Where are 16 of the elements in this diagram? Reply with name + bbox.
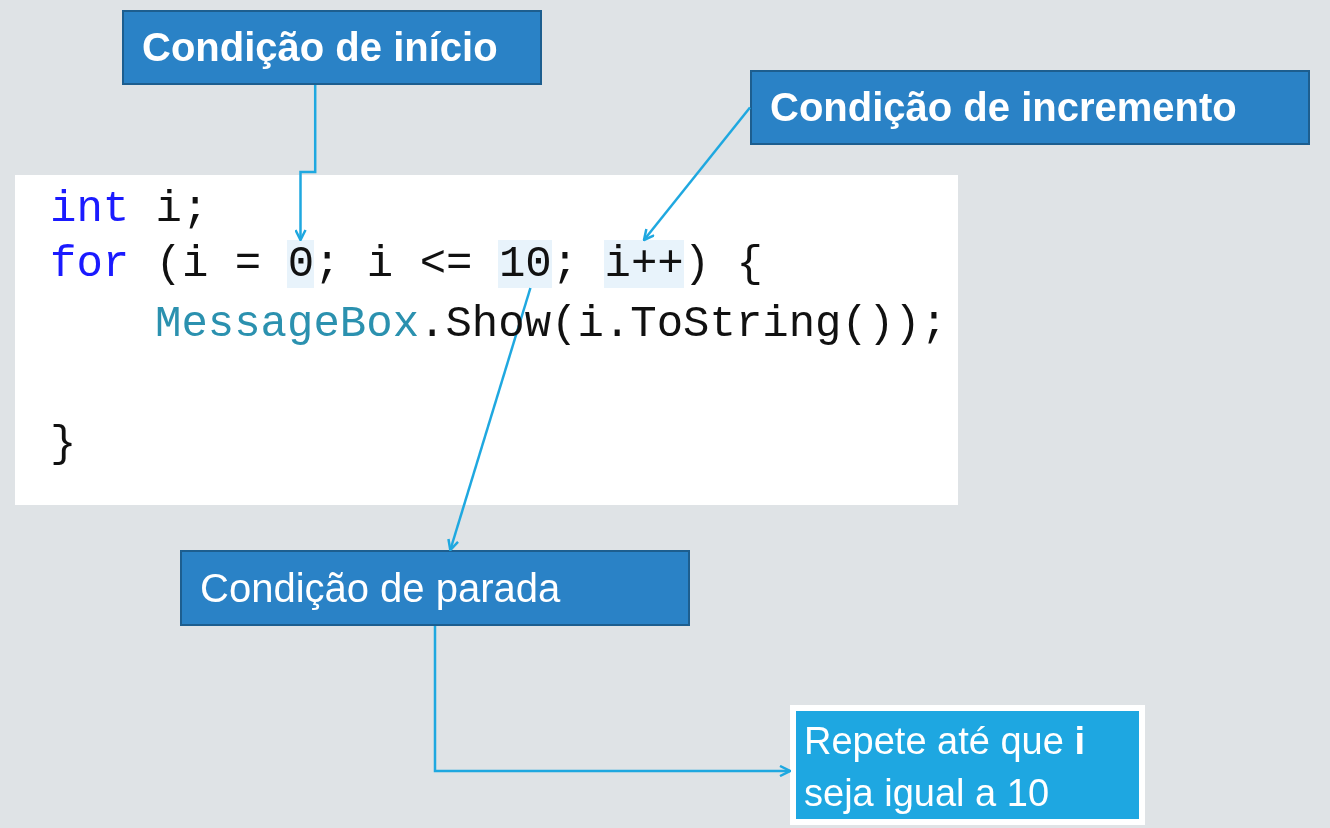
note-text: Repete até que i seja igual a 10 (804, 719, 1086, 816)
callout-box (750, 70, 1310, 145)
code-line: } (50, 420, 77, 468)
code-line: for (i = 0; i <= 10; i++) { (50, 240, 763, 288)
arrow (447, 287, 532, 552)
callout-text: Condição de parada (200, 565, 561, 611)
callout-text: Condição de incremento (770, 85, 1237, 130)
arrow (294, 85, 317, 242)
code-panel (15, 175, 958, 505)
callout-box (122, 10, 542, 85)
callout-box (180, 550, 690, 626)
note-box (790, 705, 1145, 825)
arrow (433, 626, 792, 778)
arrow (642, 106, 751, 242)
callout-text: Condição de início (142, 25, 498, 70)
code-line: int i; (50, 185, 209, 233)
